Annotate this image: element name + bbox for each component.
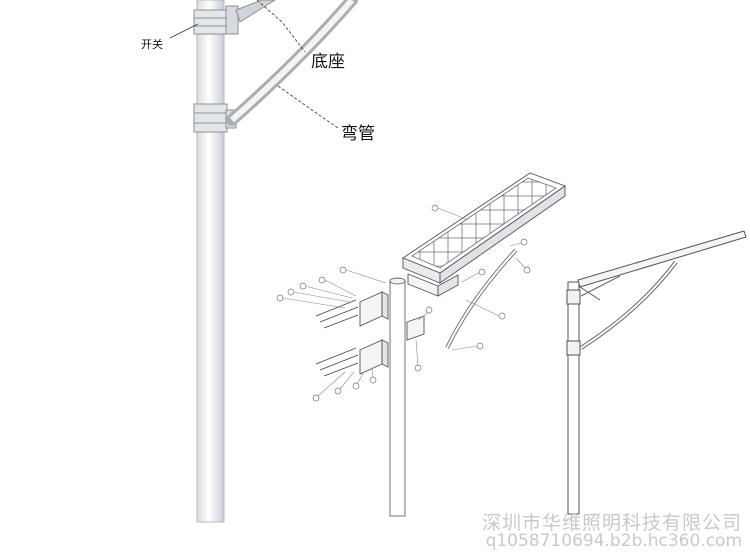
watermark-site: q1058710694.b2b.hc360.com xyxy=(485,531,742,551)
switch-label: 开关 xyxy=(141,38,163,51)
base-leader xyxy=(256,0,306,53)
lamp-bracket xyxy=(235,0,276,23)
arm-fitting xyxy=(406,315,425,341)
top-clamp xyxy=(193,5,239,35)
arm-leader xyxy=(277,85,339,129)
side-lower-clamp xyxy=(566,340,581,356)
callout-leaders xyxy=(282,207,526,397)
bolts-upper xyxy=(315,299,359,329)
curved-arm-label: 弯管 xyxy=(341,124,375,144)
main-pole-render xyxy=(169,0,358,523)
base-label: 底座 xyxy=(311,52,345,72)
bolts-lower xyxy=(315,347,359,377)
watermark-company: 深圳市华维照明科技有限公司 xyxy=(481,512,742,534)
side-pole xyxy=(567,281,580,515)
exploded-pole xyxy=(389,279,406,517)
assembled-side-view xyxy=(566,230,747,515)
exploded-assembly xyxy=(276,172,566,517)
callout-markers xyxy=(276,204,531,402)
lower-clamp-bracket xyxy=(359,339,389,375)
main-pole xyxy=(196,0,225,523)
switch-leader xyxy=(169,23,199,39)
side-upper-clamp xyxy=(566,289,581,305)
solar-panel xyxy=(402,172,566,284)
panel-base xyxy=(407,273,459,297)
side-solar-panel xyxy=(577,230,747,288)
upper-clamp-bracket xyxy=(359,291,389,327)
